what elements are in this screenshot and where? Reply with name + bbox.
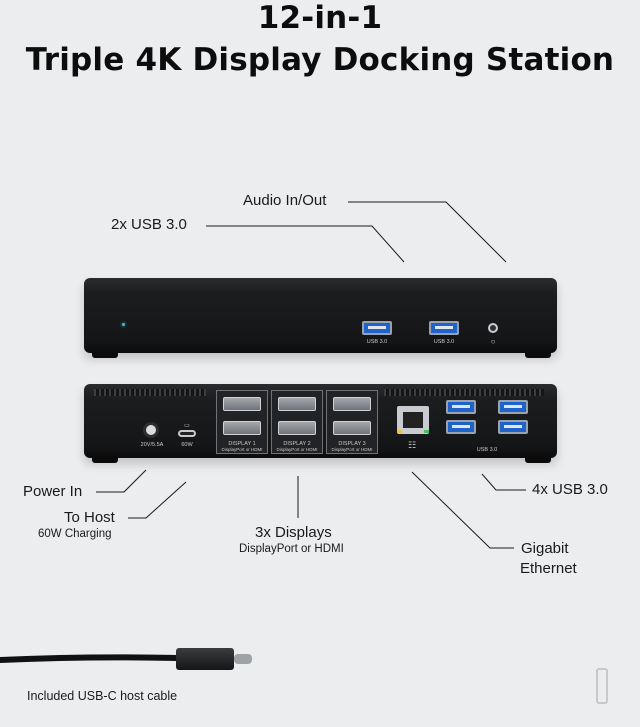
- callout-power-in: Power In: [23, 483, 83, 500]
- display-1-label: DISPLAY 1: [228, 441, 256, 447]
- cable-caption: Included USB-C host cable: [27, 689, 178, 703]
- display-3-ports: DISPLAY 3 DisplayPort or HDMI: [326, 390, 378, 454]
- display-2-sub: DisplayPort or HDMI: [276, 447, 318, 452]
- usb-c-host-port: [178, 430, 196, 437]
- power-spec-label: 20V/5.5A: [140, 442, 164, 448]
- callout-displays: 3x Displays: [255, 524, 332, 541]
- headphone-icon: ○: [490, 337, 496, 346]
- rear-usb-port-1: [446, 400, 476, 414]
- audio-jack: [488, 323, 498, 333]
- usb-stick-icon: [596, 668, 608, 704]
- callout-usb-front: 2x USB 3.0: [111, 216, 187, 233]
- callout-ethernet-line1: Gigabit: [521, 540, 569, 557]
- usb-c-plug-body: [176, 648, 234, 670]
- rear-usb-port-2: [446, 420, 476, 434]
- page-title-line1: 12-in-1: [257, 0, 383, 36]
- hdmi-1: [223, 421, 261, 435]
- displayport-2: [278, 397, 316, 411]
- display-1-sub: DisplayPort or HDMI: [221, 447, 263, 452]
- front-usb-label-2: USB 3.0: [433, 339, 455, 345]
- page-title-line2: Triple 4K Display Docking Station: [25, 42, 615, 78]
- callout-to-host: To Host: [64, 509, 115, 526]
- network-icon: ☷: [407, 440, 417, 450]
- ethernet-led-link: [424, 430, 429, 433]
- callout-to-host-sub: 60W Charging: [38, 528, 112, 540]
- rear-usb-port-4: [498, 420, 528, 434]
- power-in-port: [143, 422, 159, 438]
- display-2-label: DISPLAY 2: [283, 441, 311, 447]
- rear-usb-port-3: [498, 400, 528, 414]
- rear-foot-right: [525, 457, 551, 463]
- hdmi-2: [278, 421, 316, 435]
- front-foot-left: [92, 352, 118, 358]
- callout-usb-rear: 4x USB 3.0: [532, 481, 608, 498]
- usb-c-cable: [0, 654, 181, 663]
- laptop-icon: ▭: [184, 423, 190, 429]
- front-usb-port-1: [362, 321, 392, 335]
- callout-ethernet-line2: Ethernet: [520, 560, 577, 577]
- front-foot-right: [525, 352, 551, 358]
- display-2-ports: DISPLAY 2 DisplayPort or HDMI: [271, 390, 323, 454]
- display-3-label: DISPLAY 3: [338, 441, 366, 447]
- display-1-ports: DISPLAY 1 DisplayPort or HDMI: [216, 390, 268, 454]
- dock-front-view: USB 3.0 USB 3.0 ○: [84, 278, 557, 353]
- vent-left: [94, 389, 206, 396]
- rear-usb-label: USB 3.0: [476, 447, 498, 453]
- front-usb-label-1: USB 3.0: [366, 339, 388, 345]
- front-usb-port-2: [429, 321, 459, 335]
- rear-foot-left: [92, 457, 118, 463]
- callout-displays-sub: DisplayPort or HDMI: [239, 543, 344, 555]
- displayport-1: [223, 397, 261, 411]
- host-watts-label: 60W: [181, 442, 193, 448]
- usb-c-plug-tip: [234, 654, 252, 664]
- callout-audio: Audio In/Out: [243, 192, 327, 209]
- ethernet-led-activity: [397, 430, 402, 433]
- ethernet-port: [397, 406, 429, 434]
- displayport-3: [333, 397, 371, 411]
- vent-right: [384, 389, 544, 396]
- dock-rear-view: 20V/5.5A ▭ 60W DISPLAY 1 DisplayPort or …: [84, 384, 557, 458]
- hdmi-3: [333, 421, 371, 435]
- display-3-sub: DisplayPort or HDMI: [331, 447, 373, 452]
- power-led: [122, 323, 125, 326]
